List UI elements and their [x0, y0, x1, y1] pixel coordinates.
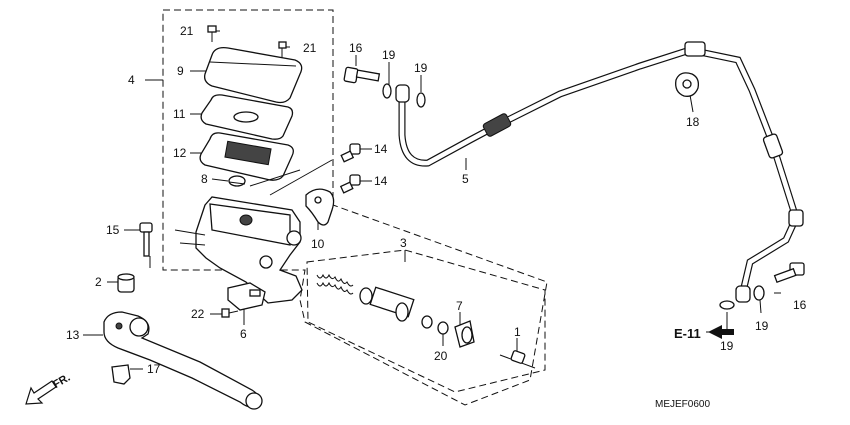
pivot-nut-17	[111, 364, 131, 385]
collar-2	[117, 273, 135, 293]
callout-8: 8	[201, 172, 208, 186]
sealing-washer-19-lower-right	[753, 285, 765, 301]
callout-6: 6	[240, 327, 247, 341]
sealing-washer-19-lower-left	[719, 300, 735, 310]
callout-14-upper: 14	[374, 142, 388, 156]
callout-16-lower: 16	[793, 298, 807, 312]
clip-8	[228, 175, 246, 187]
section-reference: E-11	[674, 326, 701, 341]
callout-3: 3	[400, 236, 407, 250]
callout-13: 13	[66, 328, 80, 342]
callout-11: 11	[173, 107, 186, 121]
callout-12: 12	[173, 146, 187, 160]
screw-21-left	[207, 25, 217, 42]
reservoir-cap	[204, 47, 303, 104]
reservoir-group-boundary	[162, 9, 548, 406]
oil-bolt-16-upper	[343, 66, 381, 84]
callout-19-upper-left: 19	[382, 48, 396, 62]
callout-4: 4	[128, 73, 135, 87]
screw-22	[221, 308, 239, 318]
clutch-switch-6	[227, 282, 266, 311]
callout-9: 9	[177, 64, 184, 78]
callout-21-right: 21	[303, 41, 317, 55]
oil-bolt-16-lower	[773, 262, 805, 284]
diagram-code: MEJEF0600	[655, 399, 710, 410]
callout-19-lower-right: 19	[755, 319, 769, 333]
callout-15: 15	[106, 223, 120, 237]
callout-19-lower-left: 19	[720, 339, 734, 353]
callout-14-lower: 14	[374, 174, 388, 188]
callout-18: 18	[686, 115, 700, 129]
bolt-14-lower	[339, 174, 361, 194]
front-arrow-icon	[25, 380, 57, 405]
piston-kit-boundary	[306, 249, 546, 393]
callout-16-upper: 16	[349, 41, 363, 55]
callout-7: 7	[456, 299, 463, 313]
bolt-14-upper	[340, 143, 361, 163]
callout-17: 17	[147, 362, 161, 376]
callout-2: 2	[95, 275, 102, 289]
callout-19-upper-right: 19	[414, 61, 428, 75]
clutch-lever-13	[103, 311, 263, 410]
callout-1: 1	[514, 325, 521, 339]
piston-kit-3	[316, 273, 433, 329]
callout-22: 22	[191, 307, 205, 321]
ref-arrow	[708, 325, 734, 339]
sealing-washer-19-upper-right	[416, 92, 426, 108]
callout-10: 10	[311, 237, 325, 251]
callout-21-left: 21	[180, 24, 194, 38]
master-cylinder-body	[174, 159, 333, 304]
screw-21-right	[278, 41, 287, 58]
push-rod-1	[499, 350, 536, 369]
hose-clamp-18	[675, 72, 700, 97]
boot-7	[454, 320, 475, 348]
pivot-bolt-15	[139, 222, 153, 268]
clamp-holder-10	[305, 188, 335, 226]
callout-20: 20	[434, 349, 448, 363]
clutch-hose-5	[395, 41, 804, 303]
sealing-washer-19-upper-left	[382, 83, 392, 99]
snap-ring-20	[437, 321, 449, 335]
front-direction-label: FR.	[51, 372, 72, 391]
callout-5: 5	[462, 172, 469, 186]
